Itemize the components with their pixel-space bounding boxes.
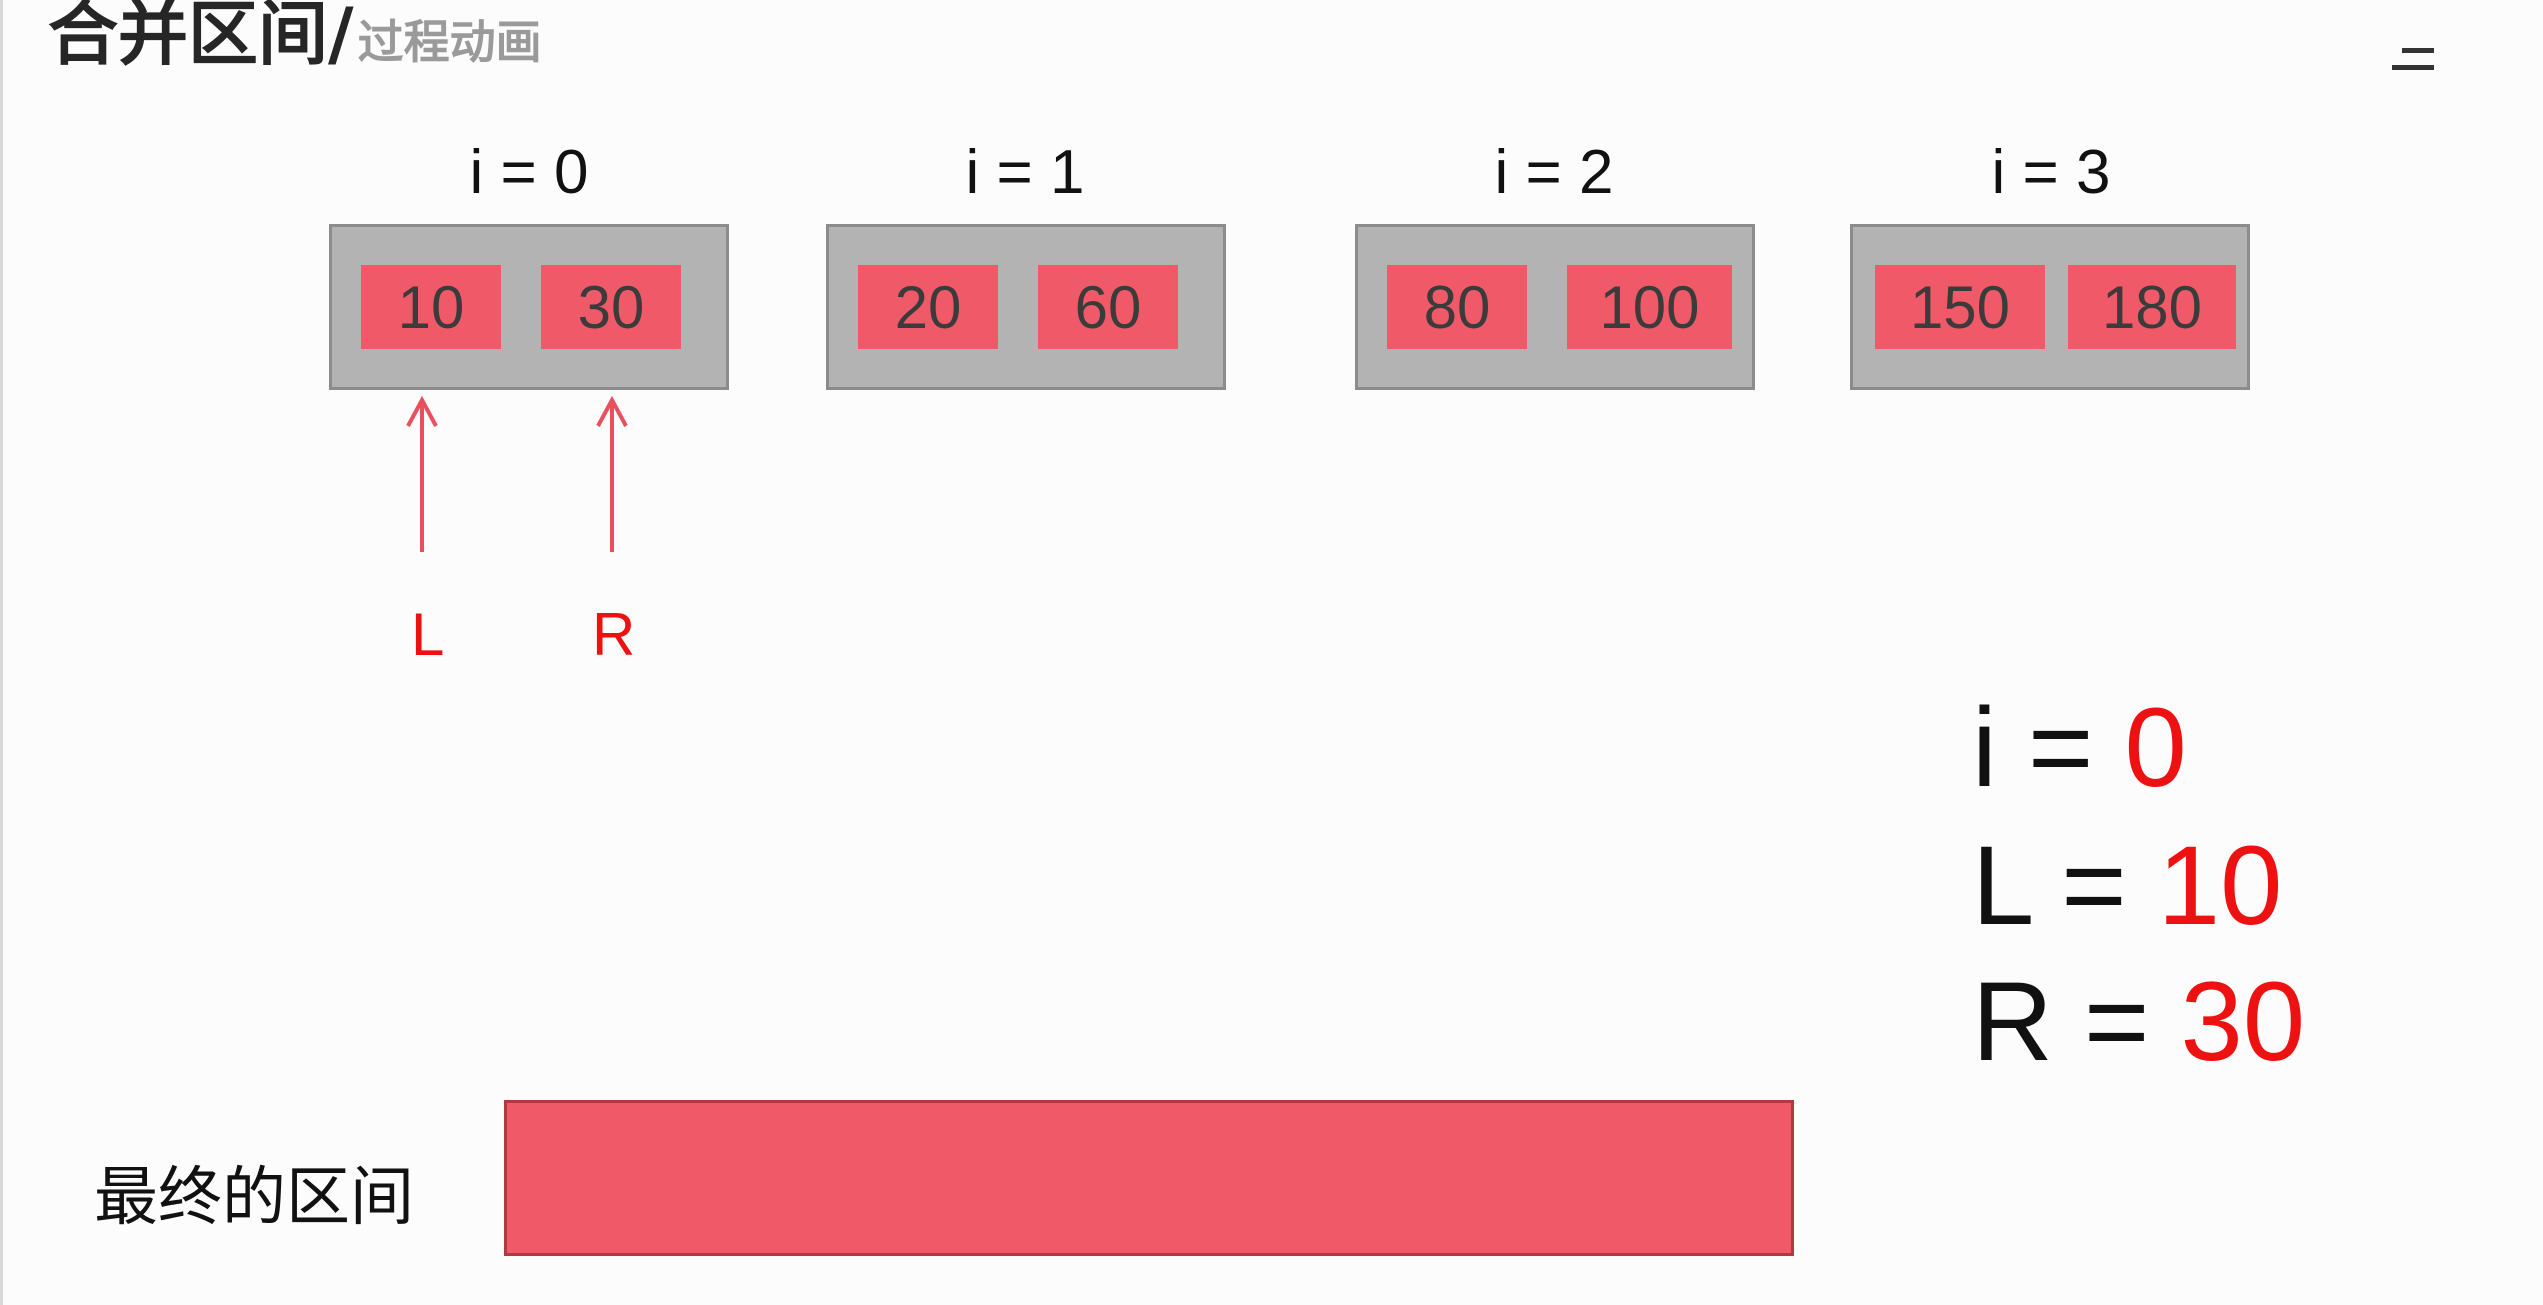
state-i: i = 0 <box>1972 692 2187 804</box>
title-subtitle: 过程动画 <box>357 15 542 69</box>
pointer-l-label: L <box>411 601 445 668</box>
state-l: L = 10 <box>1972 830 2282 942</box>
interval-index-label: i = 1 <box>965 138 1085 207</box>
state-i-value: 0 <box>2124 685 2187 810</box>
interval-index-label: i = 2 <box>1494 138 1614 207</box>
interval-box: 150 180 <box>1850 224 2250 390</box>
page-title: 合并区间/ 过程动画 <box>48 0 542 75</box>
final-interval-bar <box>504 1100 1794 1256</box>
menu-icon[interactable] <box>2392 48 2442 74</box>
state-r-name: R = <box>1972 959 2181 1084</box>
interval-end-cell: 60 <box>1038 265 1178 349</box>
state-l-name: L = <box>1972 823 2158 948</box>
interval-box: 20 60 <box>826 224 1226 390</box>
state-i-name: i = <box>1972 685 2125 810</box>
state-r: R = 30 <box>1972 966 2305 1078</box>
menu-icon-bar-top <box>2402 48 2434 53</box>
interval-start-cell: 150 <box>1875 265 2045 349</box>
interval-box: 10 30 <box>329 224 729 390</box>
pointer-r-label: R <box>592 601 636 668</box>
interval-index-label: i = 3 <box>1991 138 2111 207</box>
state-l-value: 10 <box>2157 823 2283 948</box>
interval-box: 80 100 <box>1355 224 1755 390</box>
state-r-value: 30 <box>2180 959 2306 1084</box>
interval-end-cell: 180 <box>2068 265 2236 349</box>
title-main: 合并区间/ <box>48 0 354 75</box>
menu-icon-bar-bottom <box>2392 65 2434 70</box>
interval-start-cell: 10 <box>361 265 501 349</box>
pointer-r-arrow <box>596 396 628 552</box>
left-edge-rule <box>0 0 3 1305</box>
interval-end-cell: 30 <box>541 265 681 349</box>
interval-start-cell: 20 <box>858 265 998 349</box>
interval-start-cell: 80 <box>1387 265 1527 349</box>
interval-index-label: i = 0 <box>469 138 589 207</box>
final-interval-label: 最终的区间 <box>94 1161 414 1235</box>
pointer-l-arrow <box>406 396 438 552</box>
interval-end-cell: 100 <box>1567 265 1732 349</box>
